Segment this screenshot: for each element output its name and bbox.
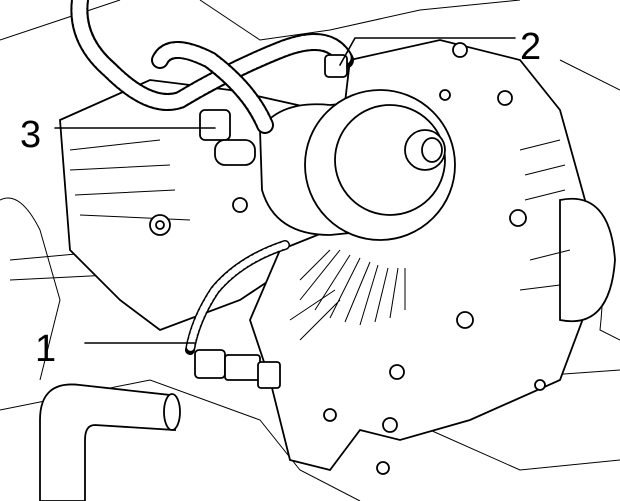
pump-motor: [259, 89, 456, 241]
leader-lines: [54, 37, 516, 344]
leader-line-2: [339, 37, 516, 66]
connectors: [194, 54, 348, 389]
callout-1: 1: [35, 328, 57, 370]
bolts: [323, 42, 546, 475]
callout-3: 3: [20, 114, 42, 156]
pipe: [39, 383, 181, 501]
callout-2: 2: [520, 26, 542, 68]
pump-housing: [249, 39, 616, 475]
wiring-harness: [70, 0, 354, 355]
cooling-fins: [289, 249, 406, 341]
